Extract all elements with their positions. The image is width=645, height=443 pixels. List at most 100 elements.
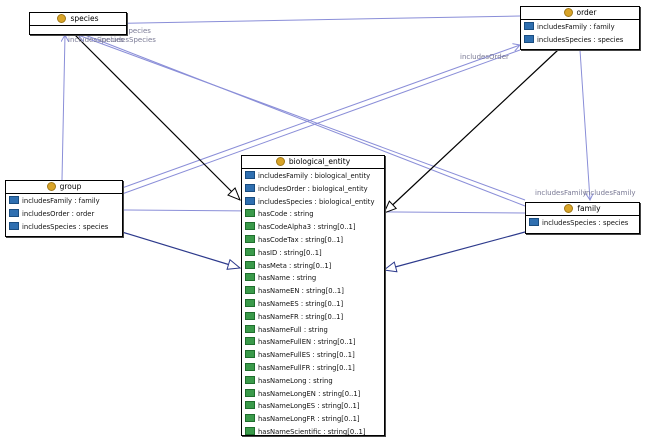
attribute-row[interactable]: hasNameFR : string[0..1]: [242, 311, 384, 324]
edge-order-includes-species: [85, 15, 521, 24]
attribute-row[interactable]: hasNameScientific : string[0..1]: [242, 426, 384, 439]
attribute-type: string[0..1]: [293, 261, 332, 270]
attribute-row[interactable]: hasID : string[0..1]: [242, 247, 384, 260]
attribute-separator: :: [587, 23, 594, 31]
attribute-separator: :: [306, 376, 314, 385]
attribute-name: hasNameES: [258, 299, 299, 308]
attribute-type: string[0..1]: [306, 287, 344, 296]
attribute-type: string[0..1]: [317, 223, 356, 232]
attribute-row[interactable]: includesFamily : family: [521, 21, 639, 34]
attribute-row[interactable]: hasNameFullEN : string[0..1]: [242, 336, 384, 349]
class-icon: [563, 7, 573, 17]
attribute-name: hasCodeTax: [258, 235, 299, 244]
attribute-separator: :: [298, 299, 306, 308]
object-property-icon: [245, 196, 255, 205]
attribute-row[interactable]: hasNameLongFR : string[0..1]: [242, 413, 384, 426]
attribute-separator: :: [315, 389, 323, 398]
datatype-property-icon: [245, 362, 255, 371]
attribute-separator: :: [287, 210, 295, 219]
edge-label-includes-order: includesOrder: [460, 53, 509, 61]
edge-label-includes-species-b: includesSpecies: [68, 36, 124, 44]
attribute-name: hasMeta: [258, 261, 287, 270]
attribute-type: family: [593, 23, 615, 31]
edge-group-includes-order-2: [121, 49, 521, 195]
attribute-separator: :: [298, 312, 306, 321]
attribute-name: hasNameFullFR: [258, 363, 311, 372]
attribute-type: string[0..1]: [322, 389, 361, 398]
attribute-separator: :: [299, 287, 307, 296]
attribute-row[interactable]: hasNameFullES : string[0..1]: [242, 349, 384, 362]
attribute-type: string: [294, 210, 314, 219]
object-property-icon: [524, 22, 534, 30]
datatype-property-icon: [245, 388, 255, 397]
class-header: order: [521, 7, 639, 20]
class-biological-entity[interactable]: biological_entity includesFamily : biolo…: [241, 155, 385, 436]
class-title: order: [576, 8, 597, 17]
attribute-row[interactable]: includesFamily : biological_entity: [242, 170, 384, 183]
attribute-row[interactable]: includesSpecies : biological_entity: [242, 196, 384, 209]
object-property-icon: [245, 183, 255, 192]
attribute-row[interactable]: hasNameFull : string: [242, 324, 384, 337]
attribute-name: hasNameLongES: [258, 402, 316, 411]
attribute-row[interactable]: hasCodeTax : string[0..1]: [242, 234, 384, 247]
attribute-row[interactable]: includesSpecies : species: [521, 34, 639, 47]
datatype-property-icon: [245, 350, 255, 359]
attribute-name: hasNameLongFR: [258, 415, 316, 424]
attribute-row[interactable]: hasNameEN : string[0..1]: [242, 285, 384, 298]
datatype-property-icon: [245, 273, 255, 282]
attribute-name: includesFamily: [258, 172, 309, 180]
attribute-name: includesSpecies: [542, 219, 597, 227]
attribute-separator: :: [311, 223, 318, 232]
attribute-separator: :: [310, 351, 317, 360]
datatype-property-icon: [245, 324, 255, 333]
edge-label-includes-species-c: includesSpecies: [100, 36, 156, 44]
attribute-type: string[0..1]: [305, 299, 344, 308]
attribute-name: hasNameScientific: [258, 427, 322, 436]
attribute-separator: :: [308, 172, 315, 180]
attribute-separator: :: [72, 197, 79, 205]
class-header: family: [526, 203, 639, 216]
attribute-row[interactable]: includesSpecies : species: [526, 217, 639, 230]
attribute-row[interactable]: includesFamily : family: [6, 195, 122, 208]
attribute-name: hasNameLongEN: [258, 389, 316, 398]
attribute-row[interactable]: hasNameFullFR : string[0..1]: [242, 362, 384, 375]
attribute-separator: :: [286, 261, 294, 270]
attribute-separator: :: [315, 402, 322, 411]
attribute-name: hasCodeAlpha3: [258, 223, 312, 232]
class-species[interactable]: species: [29, 12, 127, 35]
attribute-row[interactable]: hasNameLongES : string[0..1]: [242, 400, 384, 413]
attribute-row[interactable]: hasNameES : string[0..1]: [242, 298, 384, 311]
attribute-row[interactable]: hasCodeAlpha3 : string[0..1]: [242, 221, 384, 234]
attribute-name: includesSpecies: [258, 197, 313, 206]
attribute-row[interactable]: hasMeta : string[0..1]: [242, 260, 384, 273]
attribute-type: species: [597, 35, 624, 44]
attribute-row[interactable]: includesOrder : biological_entity: [242, 183, 384, 196]
datatype-property-icon: [245, 286, 255, 295]
attribute-row[interactable]: hasNameLong : string: [242, 375, 384, 388]
attribute-row[interactable]: includesSpecies : species: [6, 221, 122, 234]
attribute-separator: :: [321, 427, 328, 436]
datatype-property-icon: [245, 375, 255, 384]
attribute-name: includesFamily: [537, 23, 588, 31]
object-property-icon: [9, 208, 19, 217]
class-family[interactable]: family includesSpecies : species: [525, 202, 640, 234]
attribute-row[interactable]: hasNameLongEN : string[0..1]: [242, 388, 384, 401]
attribute-type: string[0..1]: [316, 363, 355, 372]
attribute-name: hasNameFull: [258, 325, 302, 334]
attribute-separator: :: [596, 219, 603, 227]
datatype-property-icon: [245, 426, 255, 435]
attribute-row[interactable]: includesOrder : order: [6, 208, 122, 221]
attribute-list: includesSpecies : species: [526, 216, 639, 232]
attribute-type: string: [313, 376, 333, 385]
attribute-row[interactable]: hasName : string: [242, 272, 384, 285]
edge-group-includes-order: [121, 45, 520, 189]
attribute-separator: :: [310, 363, 317, 372]
edge-label-includes-family-b: includesFamily: [584, 189, 636, 197]
attribute-row[interactable]: hasCode : string: [242, 208, 384, 221]
object-property-icon: [9, 196, 19, 204]
attribute-type: string: [308, 325, 328, 334]
